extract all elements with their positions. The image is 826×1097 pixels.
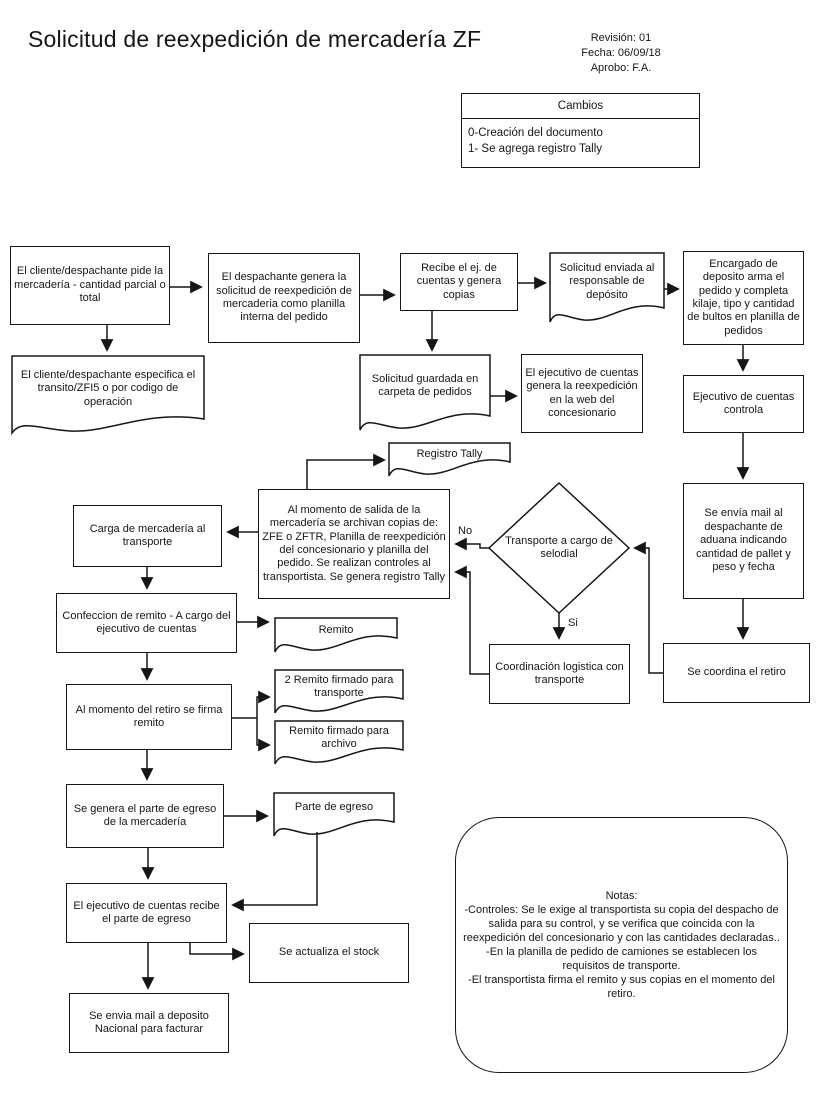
- connector-retiro-a-remito-archivo: [256, 718, 271, 752]
- connectors: [100, 276, 750, 990]
- revision-label: Revisión: 01: [590, 32, 652, 44]
- page-title: Solicitud de reexpedición de mercadería …: [28, 26, 482, 52]
- node-recibe-ej: Recibe el ej. de cuentas y genera copias: [400, 253, 518, 311]
- connector-recibe-a-stock: [189, 943, 245, 961]
- node-carga-mercaderia: Carga de mercadería al transporte: [73, 505, 222, 567]
- node-envia-mail-despachante: Se envía mail al despachante de aduana i…: [683, 483, 804, 599]
- node-salida-archiva-copias: Al momento de salida de la mercadería se…: [258, 489, 450, 599]
- node-coordina-retiro: Se coordina el retiro: [663, 643, 810, 703]
- node-parte-egreso: Parte de egreso: [294, 801, 374, 814]
- connector-salida-a-tally: [306, 453, 386, 490]
- connector-diamante-no-a-salida: [454, 537, 489, 551]
- node-genera-parte-egreso: Se genera el parte de egreso de la merca…: [66, 784, 224, 848]
- cambios-table: Cambios 0-Creación del documento 1- Se a…: [461, 93, 700, 168]
- node-transporte-selodial: Transporte a cargo de selodial: [505, 534, 613, 560]
- revision-block: Revisión: 01 Fecha: 06/09/18 Aprobo: F.A…: [540, 31, 702, 76]
- aprobo-label: Aprobo: F.A.: [590, 62, 652, 74]
- node-retiro-firma-remito: Al momento del retiro se firma remito: [66, 684, 232, 750]
- cambios-item: 1- Se agrega registro Tally: [468, 143, 603, 155]
- node-recibe-parte-egreso: El ejecutivo de cuentas recibe el parte …: [66, 883, 227, 943]
- node-registro-tally: Registro Tally: [416, 448, 483, 461]
- connector-coordina-a-diamante: [633, 541, 663, 674]
- notas-text: Notas: -Controles: Se le exige al transp…: [463, 890, 780, 1000]
- branch-label-si: Si: [568, 617, 578, 629]
- node-mail-deposito-nacional: Se envia mail a deposito Nacional para f…: [69, 993, 229, 1053]
- document-shape-remito: [274, 617, 398, 653]
- node-remito: Remito: [318, 623, 354, 636]
- connector-logistica-a-salida: [454, 565, 489, 675]
- document-shape-registro-tally: [388, 442, 511, 477]
- document-shape-parte-egreso: [273, 792, 395, 837]
- cambios-body: 0-Creación del documento 1- Se agrega re…: [462, 119, 699, 167]
- document-shape-cliente-especifica: [11, 355, 205, 436]
- document-shape-solicitud-guardada: [359, 354, 491, 431]
- node-remito-archivo: Remito firmado para archivo: [289, 724, 389, 750]
- node-actualiza-stock: Se actualiza el stock: [249, 923, 409, 983]
- node-ejecutivo-controla: Ejecutivo de cuentas controla: [683, 375, 804, 433]
- node-ejecutivo-genera-web: El ejecutivo de cuentas genera la reexpe…: [521, 354, 643, 433]
- notas-box: Notas: -Controles: Se le exige al transp…: [455, 817, 788, 1073]
- node-encargado-deposito: Encargado de deposito arma el pedido y c…: [683, 251, 804, 345]
- connector-doc-parte-a-recibe: [231, 832, 318, 912]
- node-solicitud-guardada: Solicitud guardada en carpeta de pedidos: [371, 372, 479, 398]
- node-despachante-genera: El despachante genera la solicitud de re…: [208, 253, 360, 343]
- fecha-label: Fecha: 06/09/18: [581, 47, 661, 59]
- branch-label-no: No: [458, 525, 473, 537]
- node-coordinacion-logistica: Coordinación logistica con transporte: [489, 644, 630, 704]
- document-shape-remito-archivo: [274, 720, 404, 765]
- document-shapes: [11, 252, 665, 837]
- node-cliente-especifica: El cliente/despachante especifica el tra…: [20, 368, 196, 408]
- node-solicitud-enviada: Solicitud enviada al responsable de depó…: [559, 261, 655, 301]
- node-confeccion-remito: Confeccion de remito - A cargo del ejecu…: [56, 593, 237, 653]
- node-remito-transporte: 2 Remito firmado para transporte: [284, 673, 394, 699]
- node-cliente-pide: El cliente/despachante pide la mercaderí…: [10, 246, 170, 325]
- connector-retiro-a-remito-transporte: [256, 690, 271, 718]
- document-shape-solicitud-enviada: [549, 252, 665, 323]
- document-shape-remito-transporte: [274, 669, 404, 714]
- cambios-header: Cambios: [462, 94, 699, 119]
- cambios-item: 0-Creación del documento: [468, 127, 603, 139]
